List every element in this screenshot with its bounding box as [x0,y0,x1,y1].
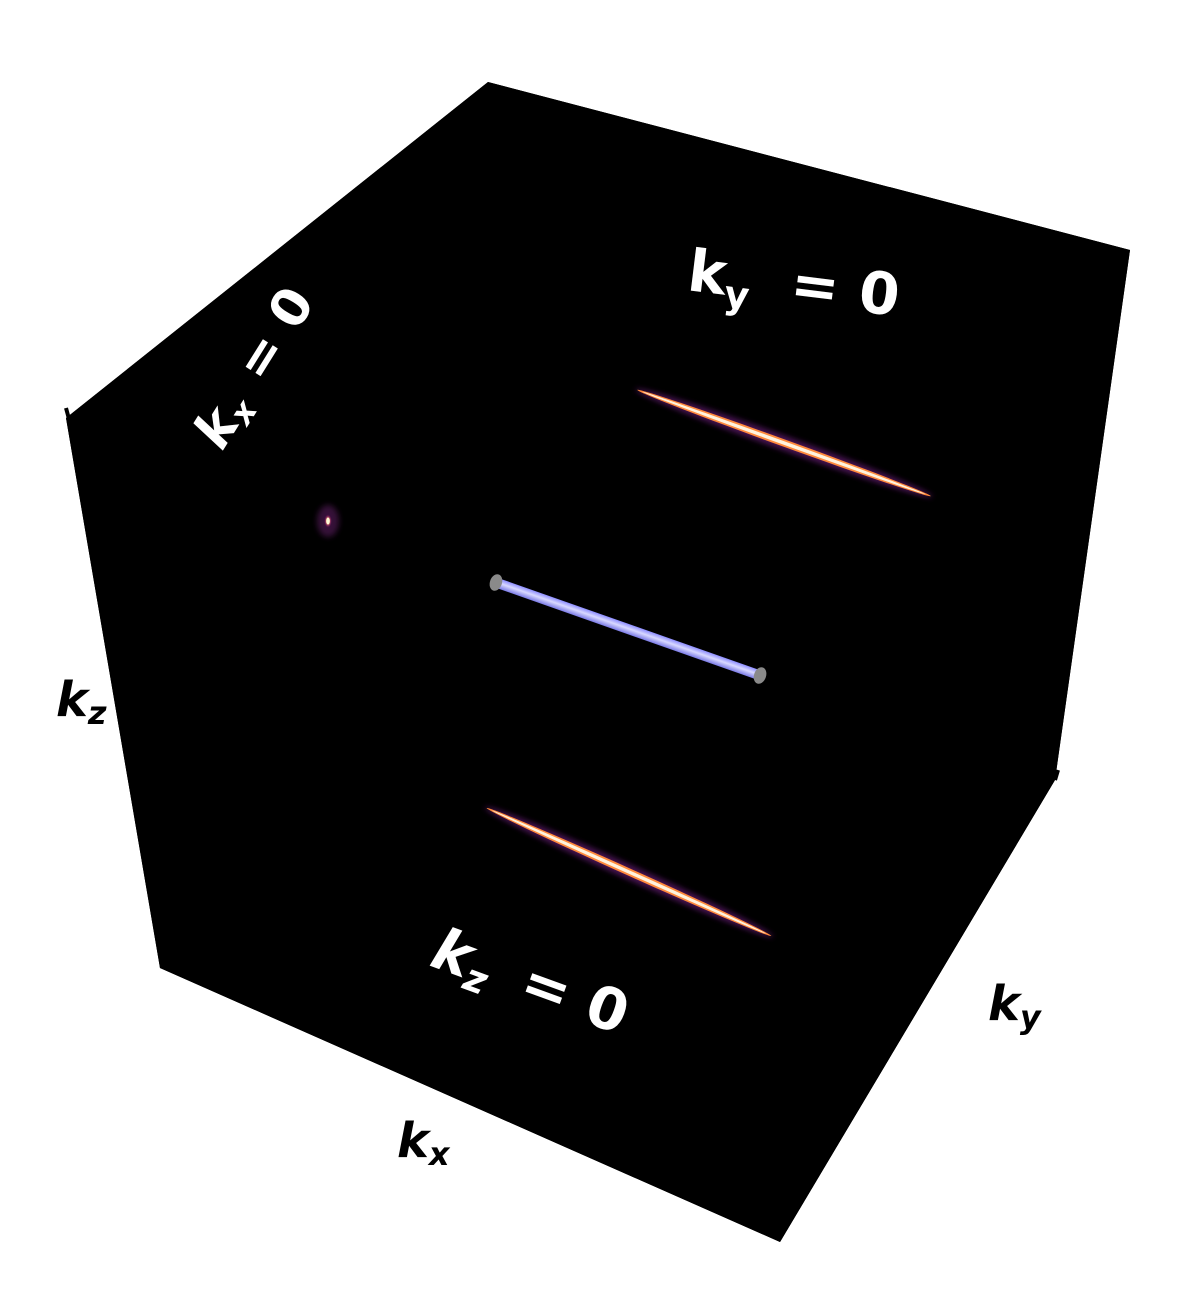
box-edge-right [1053,769,1060,781]
central-rod [489,574,767,684]
box-body [66,82,1130,1242]
kz-axis-label: kz [56,672,107,732]
kz-plane-projection-streak [484,806,774,938]
kx-plane-projection-spot [317,505,339,537]
rod-end-cap-left [489,574,503,591]
ky-zero-plane-label: ky= 0 [683,236,903,336]
ky-axis-label: ky [988,976,1042,1036]
kx-axis-label: kx [397,1113,451,1173]
ky-plane-projection-streak [635,388,933,498]
box-edge-left [64,407,74,431]
rod-end-cap-right [753,667,767,684]
